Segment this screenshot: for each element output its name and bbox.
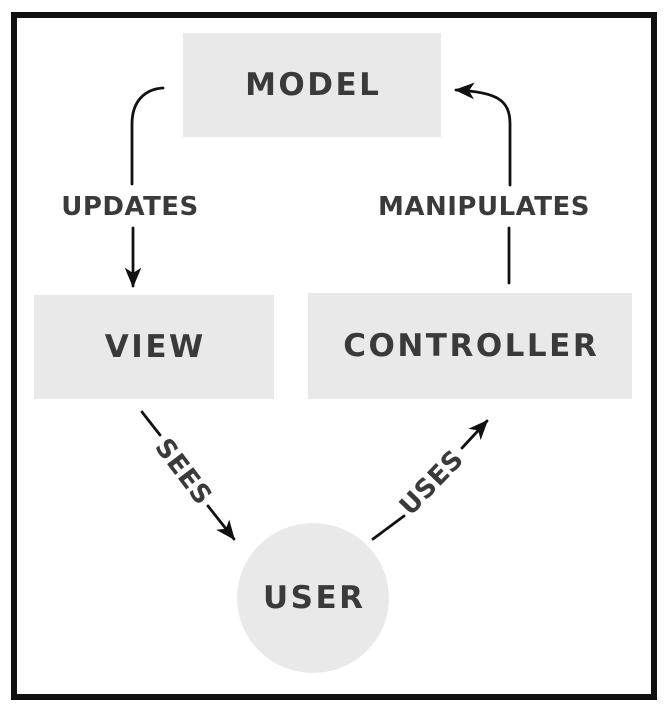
model-to-view-arrow-curve xyxy=(130,86,165,186)
view-to-user-arrow-line xyxy=(140,410,162,437)
view-node: VIEW xyxy=(34,295,274,399)
user-node: USER xyxy=(237,523,389,673)
view-node-label: VIEW xyxy=(104,329,206,365)
manipulates-edge-label: MANIPULATES xyxy=(378,192,590,222)
user-to-controller-arrow xyxy=(460,419,489,450)
diagram-border-frame xyxy=(11,12,657,700)
controller-node: CONTROLLER xyxy=(308,293,632,399)
model-node-label: MODEL xyxy=(245,67,382,103)
updates-edge-label: UPDATES xyxy=(61,192,199,222)
user-node-label: USER xyxy=(262,580,366,616)
controller-node-label: CONTROLLER xyxy=(343,328,600,364)
model-node: MODEL xyxy=(183,33,441,137)
view-to-user-arrow xyxy=(206,504,236,541)
controller-to-model-arrow xyxy=(454,82,512,187)
user-to-controller-arrow-line xyxy=(371,514,406,541)
